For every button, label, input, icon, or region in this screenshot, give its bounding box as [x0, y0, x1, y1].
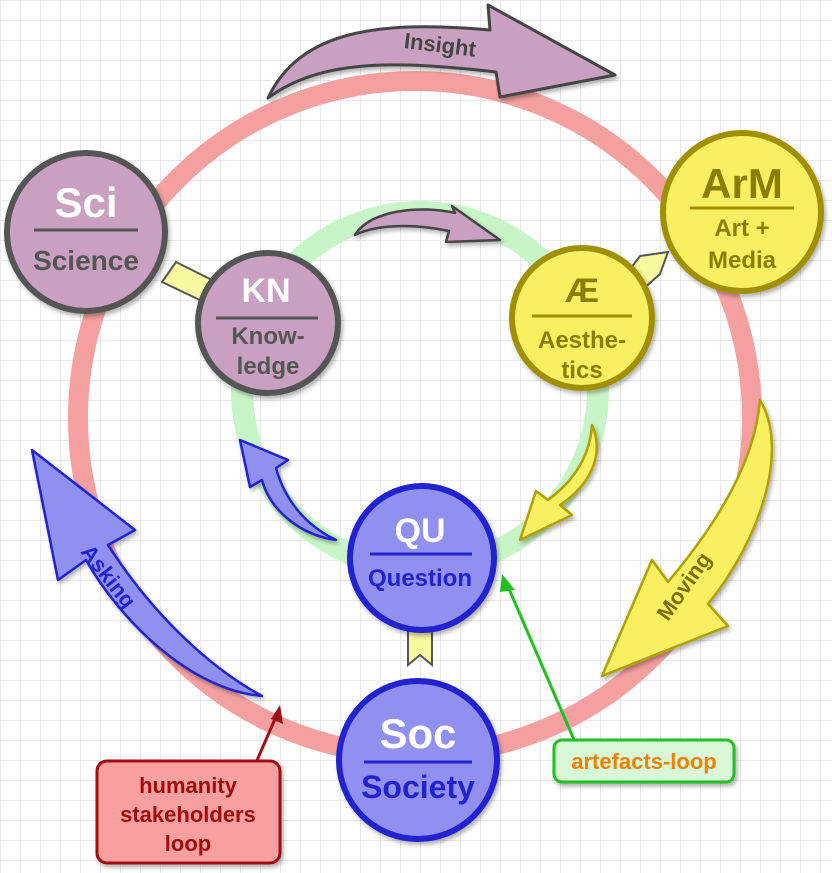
art-media-node[interactable]: ArM Art + Media — [660, 130, 824, 294]
knowledge-label-line2: ledge — [237, 353, 300, 380]
asking-arrow: Asking — [30, 448, 264, 698]
question-node[interactable]: QU Question — [347, 483, 497, 633]
knowledge-abbr: KN — [241, 272, 290, 310]
humanity-pointer — [253, 705, 283, 766]
knowledge-node[interactable]: KN Know- ledge — [195, 250, 341, 396]
humanity-note-line3: loop — [165, 831, 211, 856]
aesthetics-abbr: Æ — [565, 272, 599, 310]
science-abbr: Sci — [54, 179, 117, 226]
inner-moving-arrow — [518, 423, 598, 542]
art-media-abbr: ArM — [701, 160, 783, 207]
moving-arrow: Moving — [600, 398, 774, 678]
insight-arrow: Insight — [266, 3, 617, 100]
art-media-label-line1: Art + — [714, 215, 769, 242]
science-node[interactable]: Sci Science — [4, 150, 168, 314]
artefacts-note-label: artefacts-loop — [571, 749, 716, 774]
society-node[interactable]: Soc Society — [336, 678, 500, 842]
humanity-note-line1: humanity — [139, 773, 238, 798]
aesthetics-label-line2: tics — [561, 357, 602, 384]
inner-insight-arrow — [353, 204, 502, 244]
aesthetics-label-line1: Aesthe- — [538, 327, 626, 354]
inner-asking-arrow — [238, 438, 338, 542]
society-abbr: Soc — [379, 710, 456, 757]
science-label: Science — [33, 245, 139, 276]
artefacts-loop-note: artefacts-loop — [552, 738, 736, 784]
aesthetics-node[interactable]: Æ Aesthe- tics — [509, 245, 655, 391]
humanity-note-line2: stakeholders — [120, 802, 256, 827]
society-label: Society — [361, 769, 475, 805]
question-label: Question — [368, 565, 472, 592]
humanity-stakeholders-note: humanity stakeholders loop — [95, 759, 282, 865]
art-media-label-line2: Media — [708, 247, 777, 274]
knowledge-label-line1: Know- — [231, 323, 304, 350]
artefacts-pointer — [500, 574, 577, 743]
question-abbr: QU — [395, 512, 446, 550]
